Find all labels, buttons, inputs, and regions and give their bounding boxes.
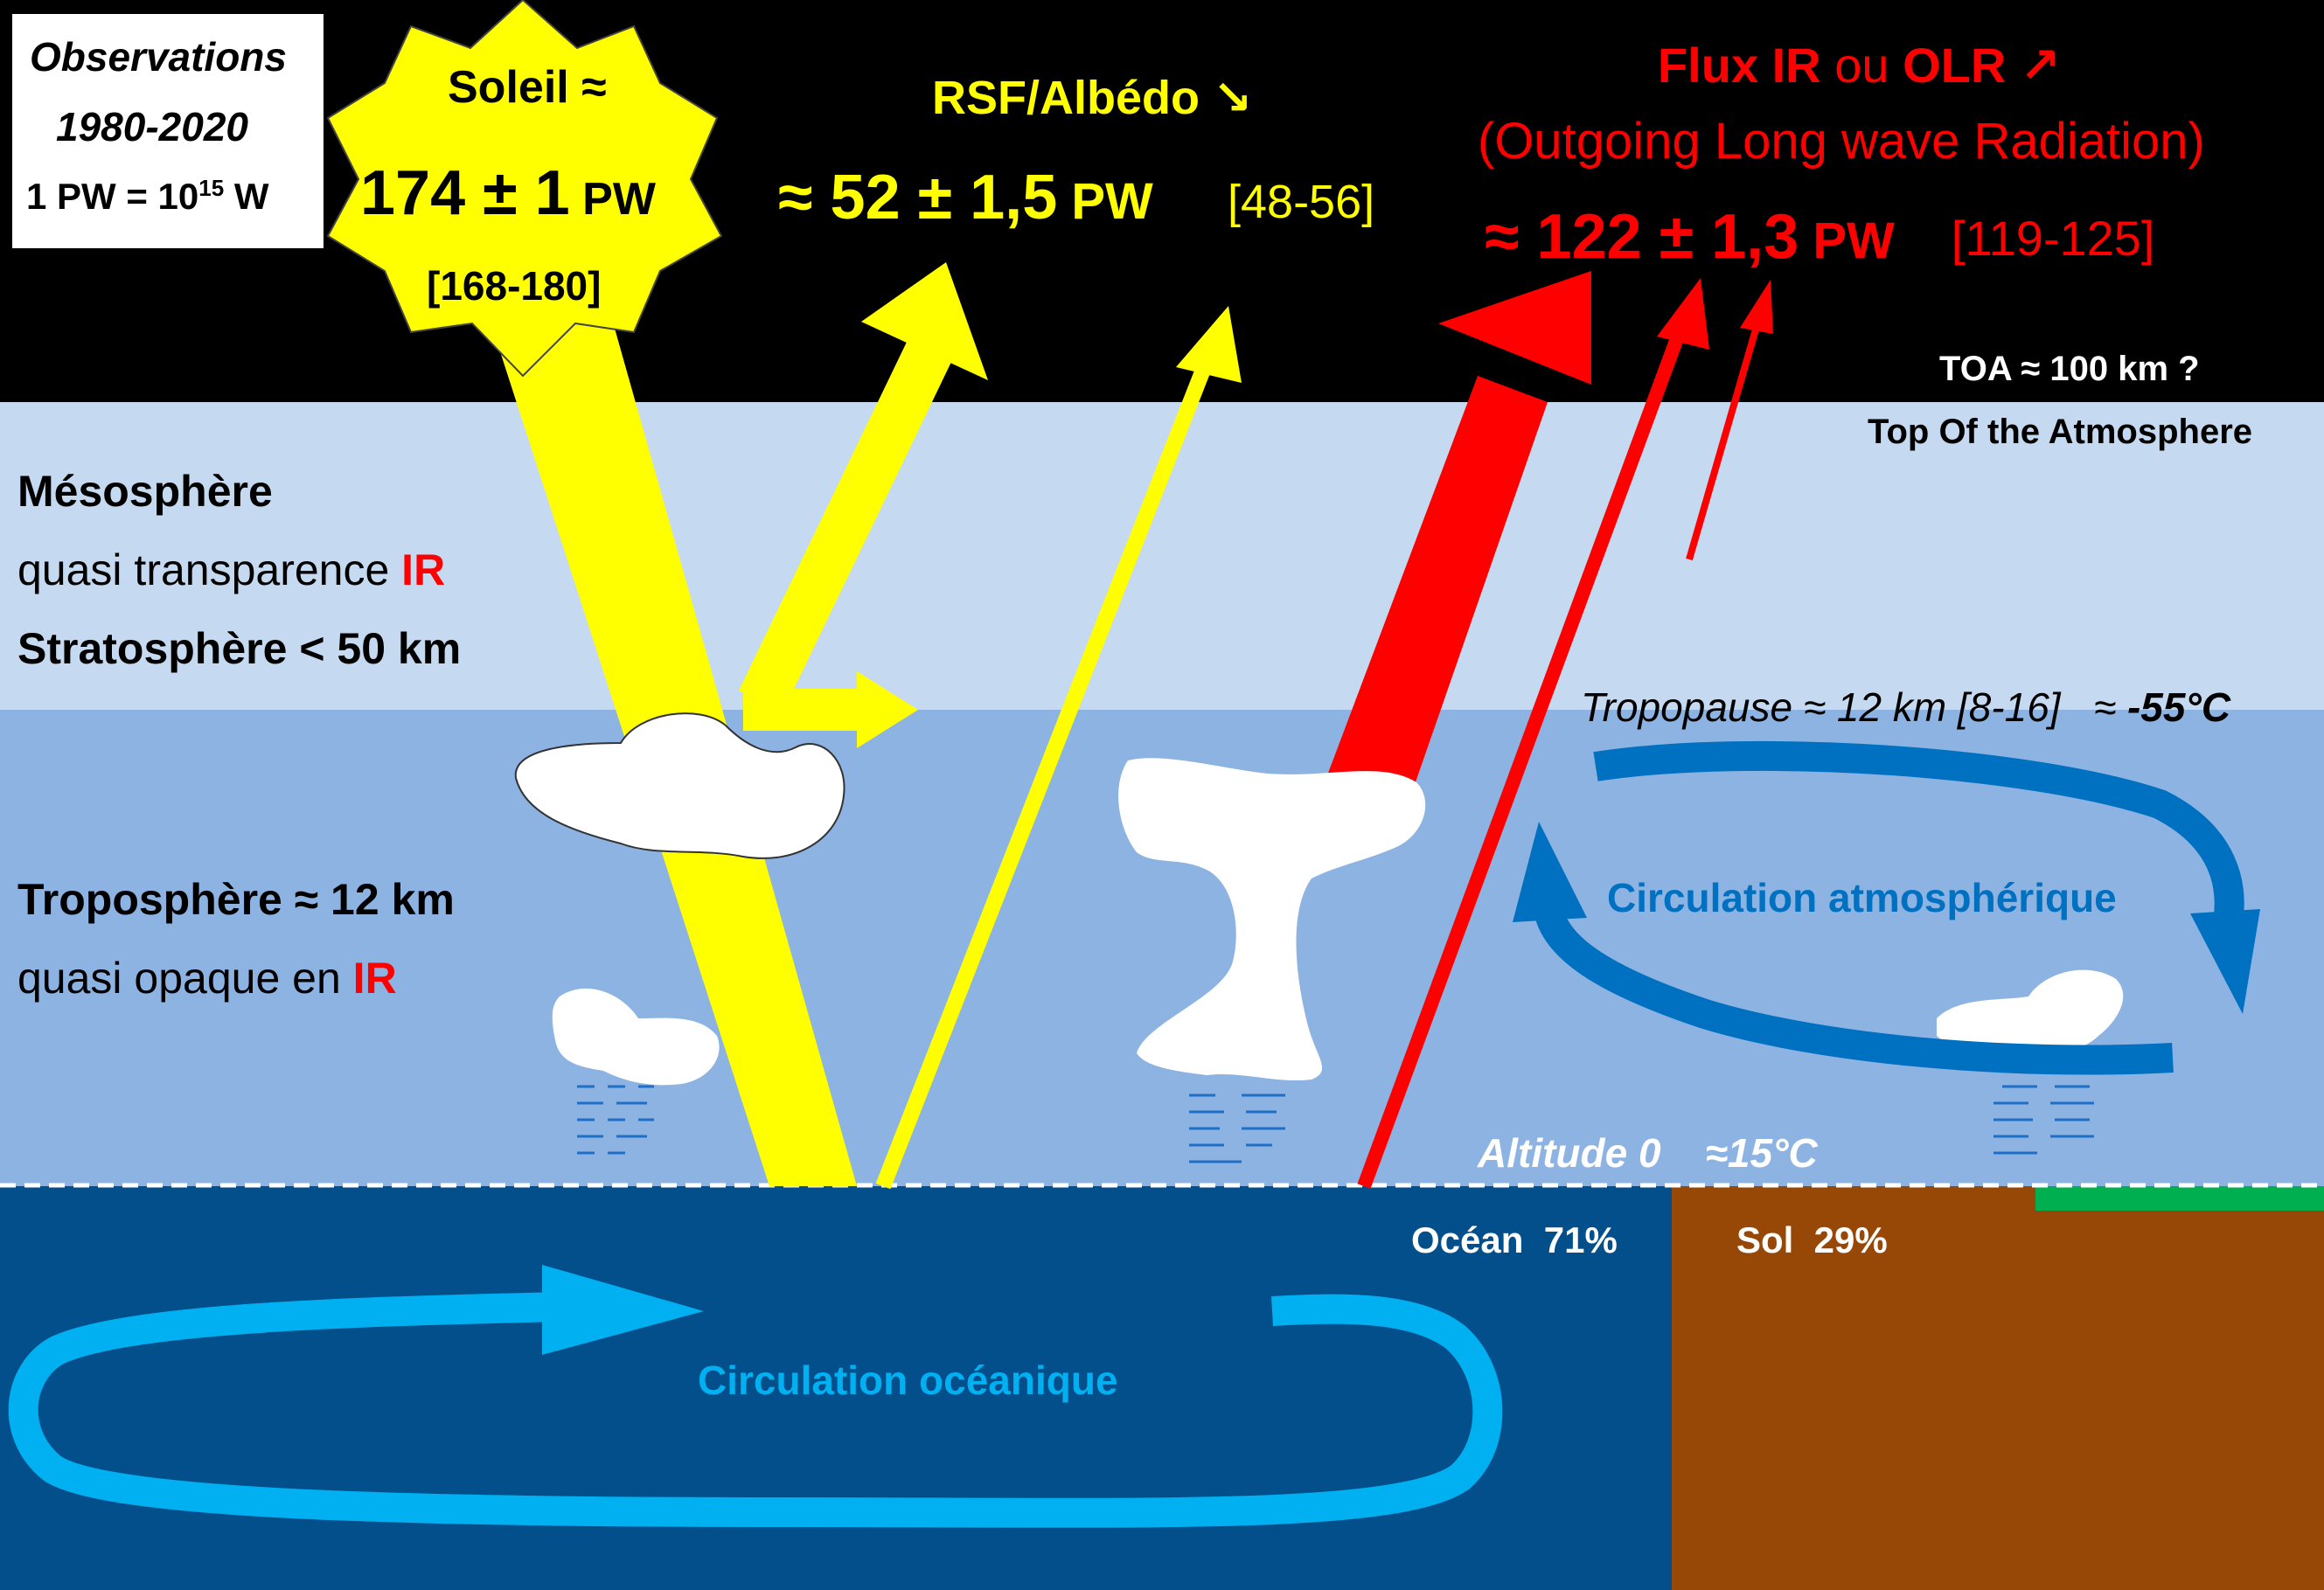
olr-title: Flux IR ou OLR ↗ xyxy=(1658,37,2061,94)
sun-range: [168-180] xyxy=(427,263,602,309)
unit-prefix: 1 PW = 10 xyxy=(26,176,199,217)
evaporation-marks-left xyxy=(577,1085,654,1155)
unit-suffix: W xyxy=(224,176,269,217)
olr-thin-arrow xyxy=(1686,322,1761,561)
albedo-value-number: 52 ± 1,5 xyxy=(830,163,1058,233)
olr-thick-arrow xyxy=(1325,271,1591,817)
olr-medium-arrow xyxy=(1357,312,1693,1189)
albedo-title: RSF/Albédo ↘ xyxy=(932,72,1253,124)
olr-title-ou: ou xyxy=(1834,38,1903,93)
troposphere-label: Troposphère ≈ 12 km xyxy=(17,875,455,924)
tropopause-temp: -55°C xyxy=(2126,684,2231,730)
olr-title-olr: OLR ↗ xyxy=(1903,38,2061,93)
toa-line1: TOA ≈ 100 km ? xyxy=(1939,350,2200,388)
reflected-thin-arrow xyxy=(875,346,1219,1190)
unit-definition: 1 PW = 1015 W xyxy=(26,175,269,218)
albedo-value-prefix: ≈ xyxy=(778,163,831,233)
ocean-circulation-loop xyxy=(8,1292,1503,1528)
vegetation-strip xyxy=(2035,1186,2324,1211)
opaque-label: quasi opaque en IR xyxy=(17,953,397,1003)
observations-title: Observations xyxy=(30,34,287,80)
reflected-thin-arrowhead xyxy=(1176,306,1242,383)
ocean-circulation-arrowhead xyxy=(542,1265,704,1355)
atm-circulation-label: Circulation atmosphérique xyxy=(1607,875,2117,920)
albedo-value-unit: PW xyxy=(1057,173,1153,230)
transparency-label: quasi transparence IR xyxy=(17,545,445,595)
evaporation-marks-right xyxy=(1993,1085,2094,1155)
olr-subtitle: (Outgoing Long wave Radiation) xyxy=(1478,113,2205,170)
unit-exponent: 15 xyxy=(198,175,225,201)
sun-value: 174 ± 1 PW xyxy=(360,157,656,229)
atm-circulation-upper-arrowhead xyxy=(2190,909,2260,1014)
cloud-upper-left xyxy=(514,712,845,859)
sun-label: Soleil ≈ xyxy=(448,62,607,113)
observations-period: 1980-2020 xyxy=(56,104,248,149)
cloud-lower-left xyxy=(552,988,720,1086)
observations-box xyxy=(10,12,325,250)
land-label: Sol 29% xyxy=(1736,1219,1888,1260)
olr-value-prefix: ≈ xyxy=(1485,202,1537,272)
altitude-label: Altitude 0 ≈15°C xyxy=(1478,1130,1818,1176)
toa-line2: Top Of the Atmosphere xyxy=(1868,413,2252,451)
ocean-circulation-label: Circulation océanique xyxy=(698,1357,1118,1403)
olr-thin-arrowhead xyxy=(1740,280,1773,334)
evaporation-marks-center xyxy=(1189,1094,1285,1163)
atm-circulation-lower-arrowhead xyxy=(1513,822,1587,922)
sun-star xyxy=(326,0,723,378)
olr-title-flux: Flux IR xyxy=(1658,38,1835,93)
albedo-range: [48-56] xyxy=(1228,176,1375,228)
transparency-text: quasi transparence xyxy=(17,545,402,594)
albedo-value: ≈ 52 ± 1,5 PW xyxy=(778,162,1153,233)
opaque-text: quasi opaque en xyxy=(17,954,353,1003)
cloud-right xyxy=(1937,969,2124,1055)
cloud-anvil xyxy=(1118,758,1426,1081)
olr-range: [119-125] xyxy=(1952,211,2155,266)
atm-circulation-upper-arrow xyxy=(1593,740,2244,940)
tropopause-text: Tropopause ≈ 12 km [8-16] ≈ xyxy=(1581,684,2127,730)
olr-value: ≈ 122 ± 1,3 PW xyxy=(1485,201,1895,273)
sun-value-unit: PW xyxy=(569,174,656,225)
opaque-ir: IR xyxy=(352,954,397,1003)
olr-medium-arrowhead xyxy=(1657,278,1709,350)
olr-value-unit: PW xyxy=(1799,212,1895,269)
reflected-thick-arrow xyxy=(739,262,988,712)
stratosphere-label: Stratosphère < 50 km xyxy=(17,624,462,673)
transparency-ir: IR xyxy=(401,545,446,594)
ocean-label: Océan 71% xyxy=(1411,1219,1618,1260)
land-area xyxy=(1672,1186,2324,1590)
mesosphere-label: Mésosphère xyxy=(17,467,273,516)
atm-circulation-lower-arrow xyxy=(1533,899,2174,1075)
reflected-side-arrow xyxy=(743,671,918,748)
sun-value-number: 174 ± 1 xyxy=(360,158,570,228)
tropopause-label: Tropopause ≈ 12 km [8-16] ≈ -55°C xyxy=(1581,684,2230,731)
olr-value-number: 122 ± 1,3 xyxy=(1536,202,1799,272)
